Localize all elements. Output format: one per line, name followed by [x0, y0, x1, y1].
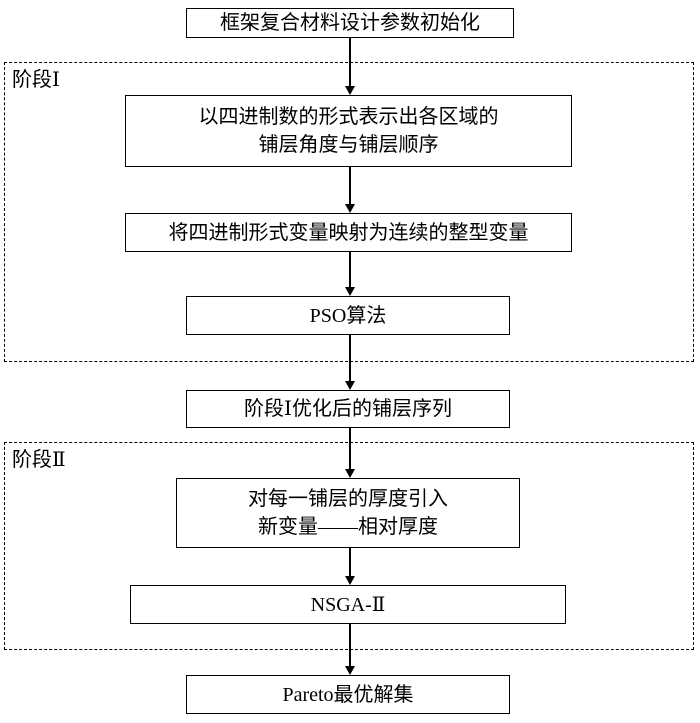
stage1-encode-box: 以四进制数的形式表示出各区域的 铺层角度与铺层顺序 [125, 95, 572, 167]
start-box: 框架复合材料设计参数初始化 [186, 8, 514, 38]
down-arrow-icon [344, 335, 356, 390]
nsga-box: NSGA-Ⅱ [130, 585, 566, 624]
stage1-encode-line1: 以四进制数的形式表示出各区域的 [198, 106, 499, 128]
down-arrow-icon [344, 624, 356, 675]
stage1-encode-line2: 铺层角度与铺层顺序 [258, 134, 439, 156]
stage1-map-label: 将四进制形式变量映射为连续的整型变量 [168, 221, 529, 244]
stage2-region-label: 阶段Ⅱ [12, 449, 66, 471]
stage1-result-label: 阶段Ⅰ优化后的铺层序列 [244, 398, 452, 420]
down-arrow-icon [344, 428, 356, 478]
pareto-box: Pareto最优解集 [186, 675, 510, 714]
pareto-label: Pareto最优解集 [282, 683, 414, 706]
pso-box: PSO算法 [186, 296, 510, 335]
down-arrow-icon [344, 38, 356, 95]
pso-label: PSO算法 [309, 304, 387, 327]
start-box-label: 框架复合材料设计参数初始化 [220, 12, 480, 34]
stage2-thickness-line2: 新变量——相对厚度 [258, 516, 438, 538]
nsga-label: NSGA-Ⅱ [310, 593, 386, 616]
stage1-result-box: 阶段Ⅰ优化后的铺层序列 [186, 390, 510, 428]
stage1-region-label: 阶段Ⅰ [12, 69, 60, 91]
stage2-thickness-line1: 对每一铺层的厚度引入 [248, 488, 448, 510]
down-arrow-icon [344, 548, 356, 585]
down-arrow-icon [344, 252, 356, 296]
stage2-thickness-box: 对每一铺层的厚度引入 新变量——相对厚度 [176, 478, 520, 548]
down-arrow-icon [344, 167, 356, 213]
stage1-map-box: 将四进制形式变量映射为连续的整型变量 [125, 213, 572, 252]
